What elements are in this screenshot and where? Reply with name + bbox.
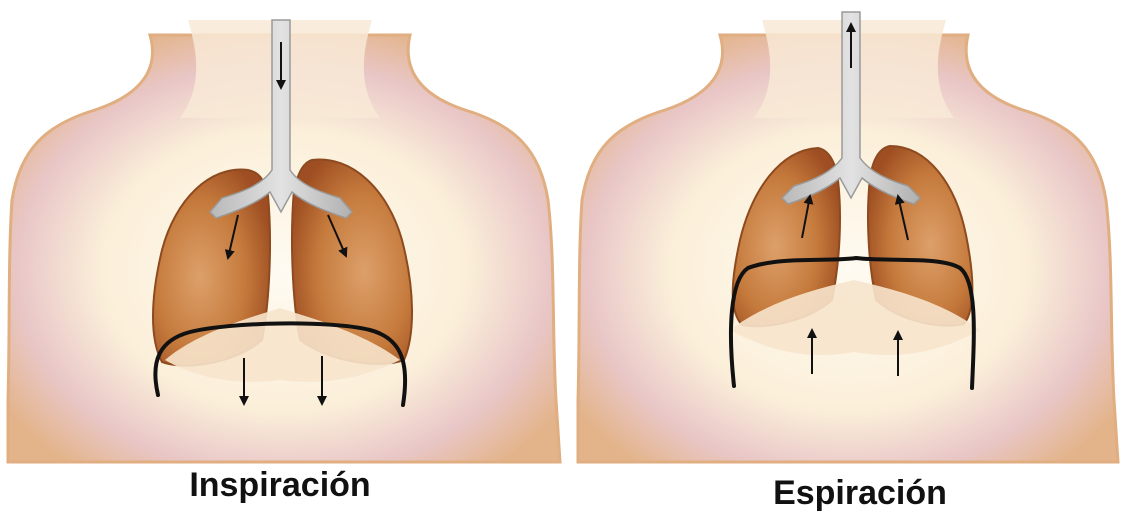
expiration-panel	[578, 12, 1118, 462]
inspiration-panel	[8, 20, 560, 462]
expiration-caption: Espiración	[760, 474, 960, 513]
inspiration-caption: Inspiración	[180, 466, 380, 505]
